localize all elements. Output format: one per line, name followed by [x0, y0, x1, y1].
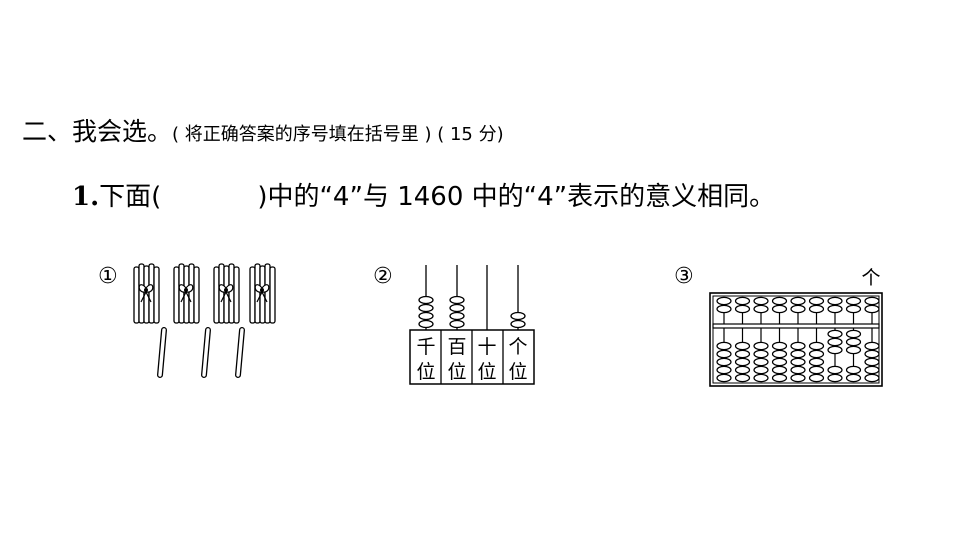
abacus-bead — [734, 365, 751, 375]
abacus-bead — [864, 365, 880, 375]
section-instruction: ( 将正确答案的序号填在括号里 ) ( 15 分) — [172, 124, 504, 145]
abacus-bead — [790, 341, 806, 351]
abacus-bead — [771, 349, 788, 359]
abacus-bead — [716, 357, 732, 367]
abacus-bead — [845, 337, 862, 347]
abacus-bead — [734, 357, 751, 367]
abacus-bead — [771, 365, 788, 375]
abacus-bead — [716, 349, 732, 359]
abacus-bead — [771, 296, 788, 306]
abacus-bead — [753, 373, 769, 383]
abacus-bead — [734, 341, 751, 351]
abacus-bead — [864, 357, 880, 367]
abacus-bead — [845, 365, 862, 375]
abacus-bead — [827, 337, 843, 347]
abacus-bead — [716, 365, 732, 375]
abacus-bead — [734, 296, 751, 306]
abacus-bead — [864, 304, 880, 314]
place-suffix: 位 — [477, 361, 496, 383]
question-text-after: )中的“4”与 1460 中的“4”表示的意义相同。 — [257, 182, 776, 212]
abacus-bead — [827, 304, 843, 314]
place-label-hundreds: 百 — [447, 336, 466, 358]
abacus-bead — [753, 349, 769, 359]
abacus-bead — [827, 329, 843, 339]
abacus-bead — [864, 349, 880, 359]
abacus-bead — [753, 341, 769, 351]
abacus-bead — [753, 296, 769, 306]
abacus-bead — [827, 296, 843, 306]
stick-bundle — [133, 263, 160, 324]
abacus-bead — [827, 345, 843, 355]
abacus-bead — [808, 349, 825, 359]
abacus-bead — [734, 304, 751, 314]
abacus-bead — [808, 365, 825, 375]
place-label-ones: 个 — [508, 336, 527, 358]
sticks-illustration — [133, 263, 276, 378]
counting-frame: 千 百 十 个 位 位 位 位 — [409, 265, 535, 385]
question-1: 1.下面( )中的“4”与 1460 中的“4”表示的意义相同。 — [72, 176, 775, 213]
stick-bundle — [213, 263, 240, 324]
stick-bundle — [173, 263, 200, 324]
abacus-bead — [734, 349, 751, 359]
abacus-bead — [790, 296, 806, 306]
abacus-bead — [808, 373, 825, 383]
abacus-bead — [845, 296, 862, 306]
abacus-bead — [827, 365, 843, 375]
abacus-bead — [864, 296, 880, 306]
beads-ones — [510, 311, 526, 329]
place-suffix: 位 — [508, 361, 527, 383]
stick-bundle — [249, 263, 276, 324]
single-stick — [235, 327, 245, 378]
abacus-bead — [864, 341, 880, 351]
abacus-bead — [845, 304, 862, 314]
section-title: 二、我会选。( 将正确答案的序号填在括号里 ) ( 15 分) — [22, 112, 504, 148]
beads-hundreds — [449, 295, 465, 329]
abacus-bead — [808, 341, 825, 351]
beads-thousands — [418, 295, 434, 329]
single-stick — [201, 327, 211, 378]
abacus-beam — [712, 323, 880, 329]
question-number: 1. — [72, 182, 100, 212]
abacus-bead — [790, 304, 806, 314]
abacus-bead — [864, 373, 880, 383]
single-stick — [157, 327, 167, 378]
abacus-bead — [845, 329, 862, 339]
abacus-bead — [716, 304, 732, 314]
question-text-before: 下面( — [99, 182, 162, 212]
abacus-bead — [771, 341, 788, 351]
abacus-bead — [771, 304, 788, 314]
abacus-bead — [790, 365, 806, 375]
abacus-bead — [771, 357, 788, 367]
place-suffix: 位 — [447, 361, 466, 383]
abacus-beads — [716, 296, 880, 383]
ones-column-label: 个 — [861, 267, 880, 289]
place-label-thousands: 千 — [416, 336, 435, 358]
option-3-label: ③ — [674, 264, 694, 289]
section-heading: 二、我会选。 — [22, 117, 173, 146]
place-label-tens: 十 — [477, 336, 496, 358]
abacus-bead — [753, 357, 769, 367]
abacus-bead — [790, 349, 806, 359]
abacus-bead — [753, 304, 769, 314]
abacus-bead — [808, 296, 825, 306]
abacus-bead — [716, 341, 732, 351]
option-2-label: ② — [373, 264, 393, 289]
abacus-bead — [845, 345, 862, 355]
abacus-bead — [753, 365, 769, 375]
abacus-bead — [716, 373, 732, 383]
abacus-bead — [808, 357, 825, 367]
abacus-bead — [808, 304, 825, 314]
abacus-bead — [734, 373, 751, 383]
abacus-bead — [716, 296, 732, 306]
abacus-bead — [790, 357, 806, 367]
abacus-bead — [845, 373, 862, 383]
abacus-bead — [771, 373, 788, 383]
option-1-label: ① — [98, 264, 118, 289]
place-suffix: 位 — [416, 361, 435, 383]
abacus: 个 — [709, 267, 883, 387]
abacus-bead — [827, 373, 843, 383]
abacus-bead — [790, 373, 806, 383]
